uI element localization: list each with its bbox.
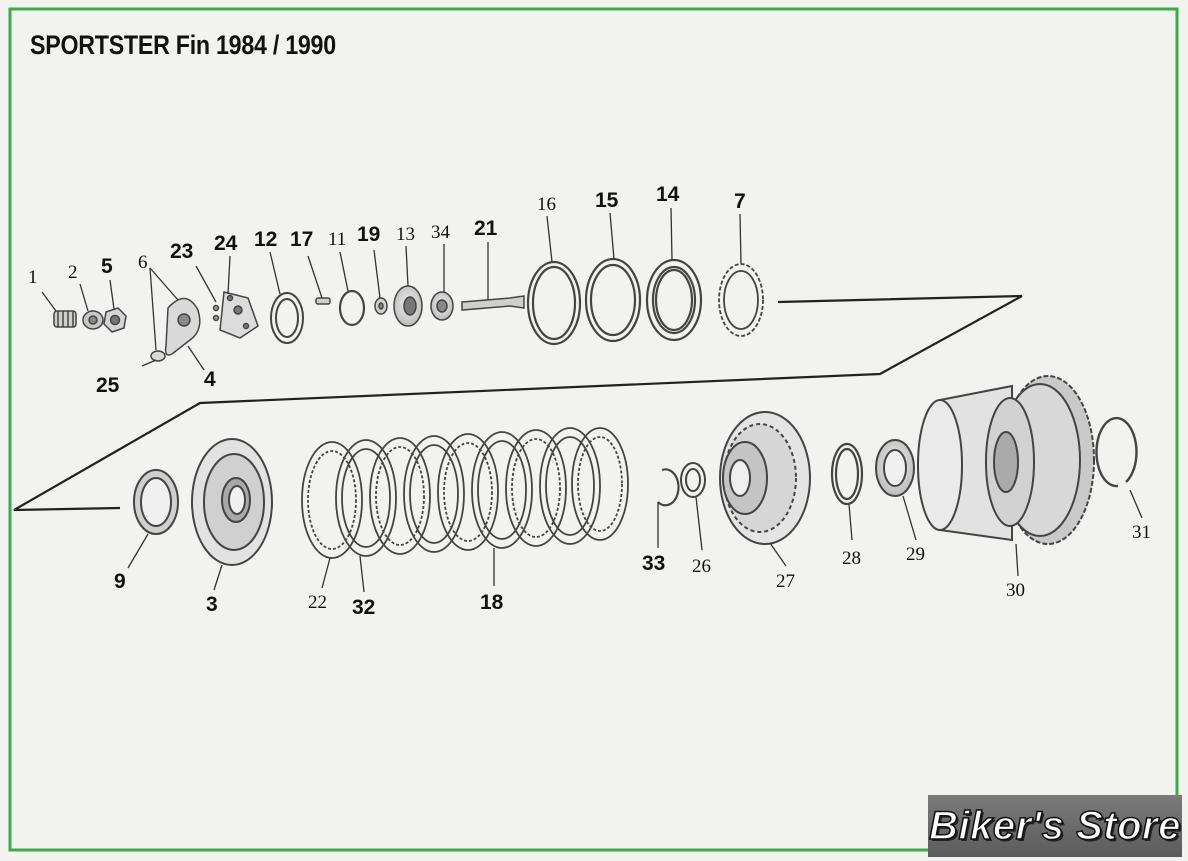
callout-34: 34 [431,222,451,243]
callout-2: 2 [68,262,78,283]
callout-21: 21 [474,217,498,240]
callout-12: 12 [254,228,277,251]
part-19-washer [374,297,388,315]
part-29-bearing [875,439,915,497]
watermark-logo: Biker's Store [928,795,1182,857]
callout-27: 27 [776,571,795,592]
callout-19: 19 [357,223,380,246]
callout-32: 32 [352,596,375,619]
part-28-snap-ring [830,442,864,506]
callout-6: 6 [138,252,148,273]
callout-4: 4 [204,368,216,391]
leader-lines [41,207,1143,593]
part-30-clutch-shell-sprocket [917,375,1095,545]
part-27-clutch-hub [719,411,811,545]
callout-16: 16 [537,194,556,215]
part-6-release-lever [150,297,201,362]
callout-18: 18 [480,591,504,614]
callout-29: 29 [906,544,925,565]
part-15-ring [584,257,642,343]
part-5-locknut [103,307,127,333]
callout-11: 11 [328,229,346,250]
part-3-pressure-plate [191,438,273,566]
callout-28: 28 [842,548,861,569]
part-9-seal [133,469,179,535]
callout-9: 9 [114,570,126,593]
part-7-steel-plate [718,263,764,337]
diagram-title: SPORTSTER Fin 1984 / 1990 [30,30,336,60]
part-26-washer [680,462,706,498]
page-frame [8,7,1179,852]
part-18-clutch-plate-stack [301,427,629,559]
callout-31: 31 [1132,522,1151,543]
callout-labels: 1 2 5 6 23 24 12 17 11 19 13 34 21 16 15… [28,183,1151,619]
callout-17: 17 [290,228,313,251]
part-24-adjuster-plate [212,291,259,339]
callout-13: 13 [396,224,415,245]
watermark-text: Biker's Store [928,803,1181,849]
callout-33: 33 [642,552,665,575]
part-34-bearing-race [430,291,454,321]
callout-14: 14 [656,183,680,206]
assembly-axis-lines [13,294,1023,512]
callout-23: 23 [170,240,193,263]
part-12-retaining-ring [270,292,304,344]
callout-24: 24 [214,232,238,255]
callout-15: 15 [595,189,619,212]
callout-5: 5 [101,255,113,278]
callout-7: 7 [734,190,746,213]
part-2-adjusting-screw [82,310,104,330]
callout-25: 25 [96,374,120,397]
part-33-snap-ring [657,468,680,507]
callout-1: 1 [28,267,38,288]
part-17-screw [315,297,331,305]
part-31-retaining-ring [1095,416,1138,488]
callout-26: 26 [692,556,711,577]
part-13-bearing [393,285,423,327]
part-16-spring-ring [526,260,582,346]
part-11-snap-ring [338,289,366,327]
callout-30: 30 [1006,580,1025,601]
part-21-pushrod [461,295,525,311]
part-1-nut [53,310,77,328]
callout-3: 3 [206,593,218,616]
part-14-diaphragm-spring [645,258,703,342]
callout-22: 22 [308,592,327,613]
